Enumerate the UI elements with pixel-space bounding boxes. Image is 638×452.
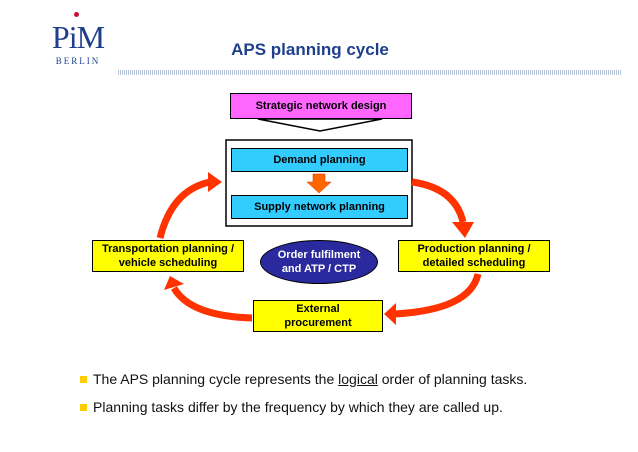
bullet-1-before: The APS planning cycle represents the: [93, 371, 339, 387]
title-rule: [118, 70, 622, 75]
transport-label-line2: vehicle scheduling: [118, 257, 218, 269]
arrowhead-transport: [164, 276, 184, 290]
logo-main-text: PiM: [51, 19, 105, 55]
slide-title: APS planning cycle: [231, 40, 389, 59]
transport-label-line1: Transportation planning /: [102, 243, 234, 255]
production-planning-box: Production planning / detailed schedulin…: [398, 240, 550, 272]
logo-sub-text: BERLIN: [55, 56, 101, 66]
demand-to-supply-arrow: [306, 173, 332, 194]
external-label-line1: External: [296, 303, 340, 315]
demand-label: Demand planning: [273, 154, 366, 166]
bullet-1-emphasis: logical: [338, 371, 378, 387]
pim-berlin-logo: PiM BERLIN: [44, 12, 112, 72]
bullet-2-text: Planning tasks differ by the frequency b…: [93, 399, 503, 415]
production-label-line2: detailed scheduling: [422, 257, 526, 269]
strategic-network-design-box: Strategic network design: [230, 93, 412, 119]
order-label-line1: Order fulfilment: [277, 249, 361, 261]
arrow-supply-to-production: [411, 178, 467, 223]
order-label-line2: and ATP / CTP: [281, 263, 357, 275]
order-fulfilment-oval: Order fulfilment and ATP / CTP: [260, 240, 378, 284]
arrowhead-external: [384, 303, 396, 325]
strategic-label: Strategic network design: [255, 100, 387, 112]
production-label-line1: Production planning /: [417, 243, 531, 255]
transportation-planning-box: Transportation planning / vehicle schedu…: [92, 240, 244, 272]
logo-dot: [74, 12, 79, 17]
bullet-square-icon: [80, 403, 87, 411]
arrow-production-to-external: [393, 272, 482, 318]
arrow-transport-to-supply: [156, 178, 211, 239]
bullet-1-text: The APS planning cycle represents the lo…: [93, 371, 527, 387]
external-procurement-box: External procurement: [253, 300, 383, 332]
external-label-line2: procurement: [284, 317, 352, 329]
bullet-item-1: The APS planning cycle represents the lo…: [80, 368, 527, 390]
bullet-square-icon: [80, 375, 87, 383]
bullet-item-2: Planning tasks differ by the frequency b…: [80, 396, 527, 418]
arrow-external-to-transport: [170, 286, 253, 322]
bullet-1-after: order of planning tasks.: [377, 371, 528, 387]
arrowhead-production: [452, 222, 474, 238]
bullet-list: The APS planning cycle represents the lo…: [80, 368, 527, 424]
demand-planning-box: Demand planning: [231, 148, 408, 172]
arrowhead-supply: [208, 172, 222, 192]
supply-label: Supply network planning: [254, 201, 385, 213]
supply-network-planning-box: Supply network planning: [231, 195, 408, 219]
strategic-down-arrow: [257, 118, 383, 132]
